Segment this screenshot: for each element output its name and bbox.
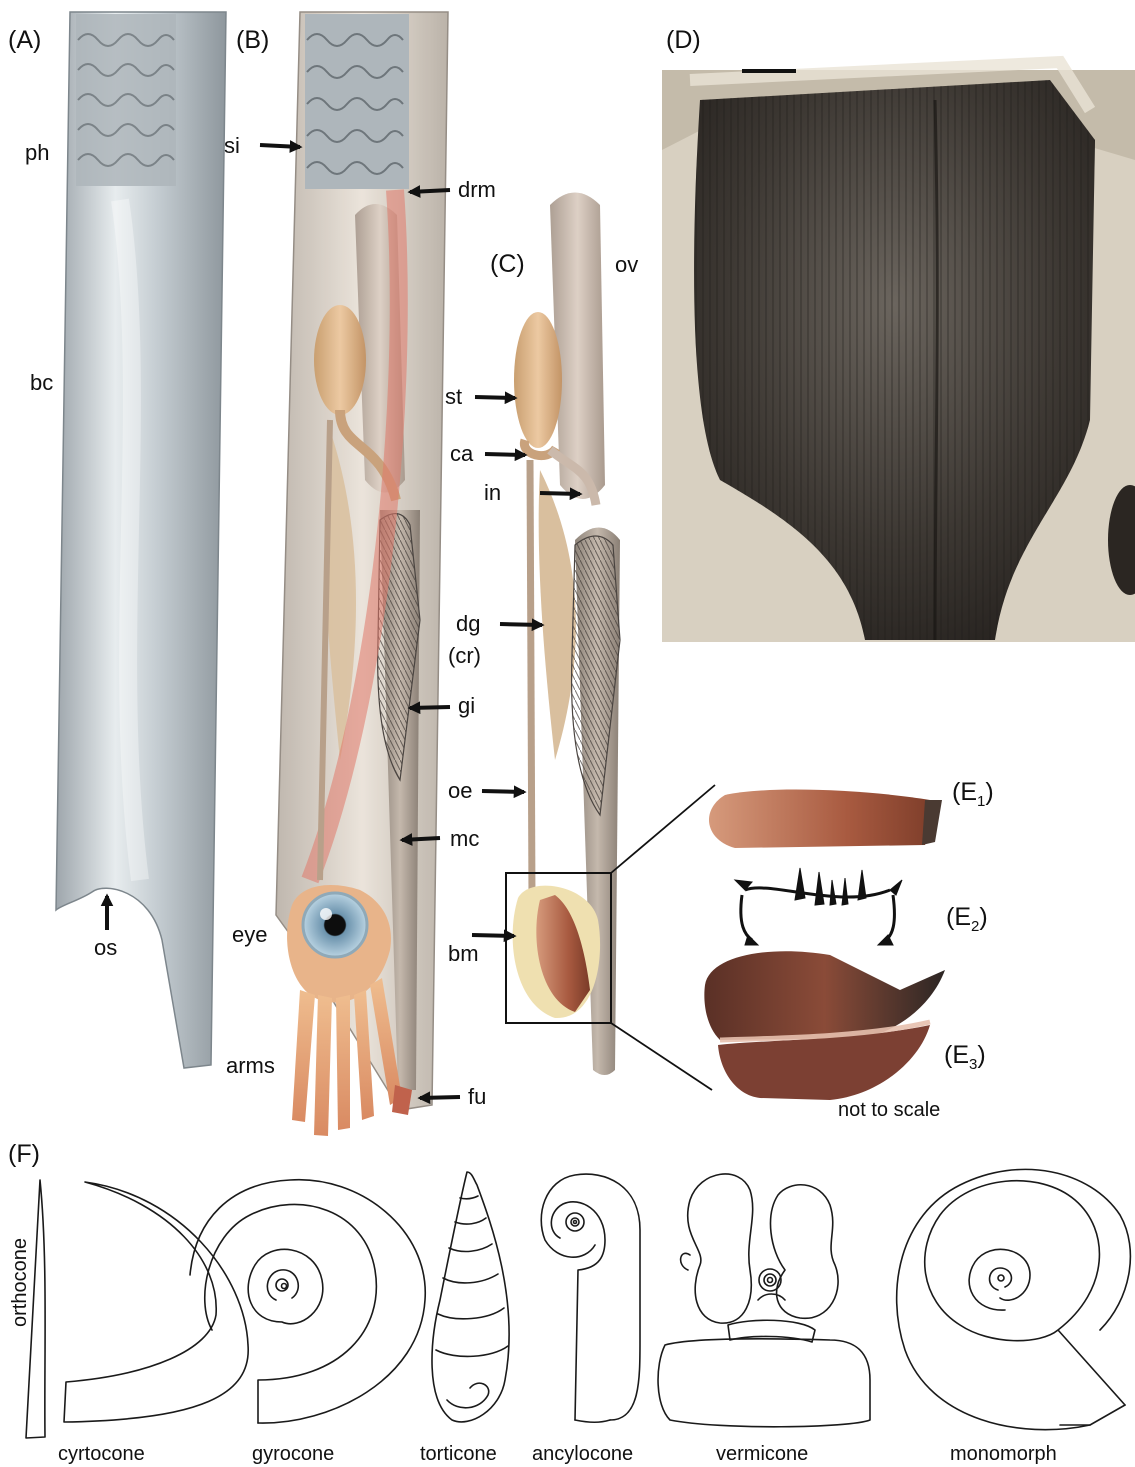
- shape-torticone: [432, 1172, 509, 1422]
- arrow-gi: [410, 707, 450, 708]
- shape-cyrtocone: [64, 1182, 248, 1422]
- shape-ancylocone: [541, 1174, 640, 1422]
- shape-gyrocone: [190, 1180, 425, 1423]
- label-ov: ov: [615, 252, 638, 277]
- arms-group: [292, 978, 402, 1136]
- eye-glint: [320, 908, 332, 920]
- label-oe: oe: [448, 778, 472, 803]
- label-orthocone: orthocone: [9, 1238, 31, 1327]
- arrow-dg: [500, 624, 542, 625]
- shape-monomorph: [897, 1169, 1131, 1429]
- phragmocone-sutures: [305, 14, 409, 189]
- panel-f: (F) orthocone cyrtocone gyrocone: [8, 1140, 1130, 1465]
- shape-vermicone: [658, 1174, 870, 1427]
- label-ancylocone: ancylocone: [532, 1443, 633, 1465]
- panel-label-a: (A): [8, 26, 41, 54]
- arrow-ca: [485, 454, 525, 455]
- label-ca: ca: [450, 441, 474, 466]
- label-arms: arms: [226, 1053, 275, 1078]
- label-st: st: [445, 384, 462, 409]
- panel-label-e1: (E1): [952, 778, 994, 810]
- label-gyrocone: gyrocone: [252, 1443, 334, 1465]
- panel-label-d: (D): [666, 26, 701, 54]
- arrow-si: [260, 145, 300, 147]
- label-bm: bm: [448, 941, 479, 966]
- label-monomorph: monomorph: [950, 1443, 1057, 1465]
- zoom-line-top: [611, 785, 715, 873]
- arrow-fu: [420, 1097, 460, 1098]
- panel-label-b: (B): [236, 26, 269, 54]
- jaw-e1: [709, 790, 940, 848]
- label-si: si: [224, 133, 240, 158]
- jaw-e1-tip: [922, 800, 942, 845]
- label-os: os: [94, 935, 117, 960]
- panel-label-e2: (E2): [946, 903, 988, 935]
- arrow-in: [540, 493, 580, 494]
- label-mc: mc: [450, 826, 479, 851]
- shell-sheen: [120, 200, 140, 880]
- label-eye: eye: [232, 922, 267, 947]
- zoom-line-bottom: [611, 1023, 712, 1090]
- panel-label-e3: (E3): [944, 1041, 986, 1073]
- funnel: [392, 1085, 412, 1115]
- not-to-scale-note: not to scale: [838, 1099, 940, 1121]
- label-dg: dg: [456, 611, 480, 636]
- label-torticone: torticone: [420, 1443, 497, 1465]
- label-in: in: [484, 480, 501, 505]
- label-ph: ph: [25, 140, 49, 165]
- arrow-oe: [482, 791, 524, 792]
- septal-sutures: [76, 14, 176, 186]
- stomach-c: [514, 312, 562, 448]
- panel-d: (D): [662, 26, 1135, 642]
- esophagus-c: [530, 460, 532, 900]
- label-cyrtocone: cyrtocone: [58, 1443, 145, 1465]
- label-fu: fu: [468, 1084, 486, 1109]
- arrow-st: [475, 397, 515, 398]
- label-cr: (cr): [448, 643, 481, 668]
- digestive-gland-c: [539, 470, 576, 760]
- stomach: [314, 305, 366, 415]
- arrow-drm: [410, 190, 450, 192]
- panel-label-c: (C): [490, 250, 525, 278]
- radula-e2: [735, 868, 902, 945]
- label-gi: gi: [458, 693, 475, 718]
- label-bc: bc: [30, 370, 53, 395]
- panel-label-f: (F): [8, 1140, 40, 1168]
- eye: [303, 893, 367, 957]
- panel-a: (A) ph bc os: [8, 12, 226, 1068]
- panel-b: (B) si drm: [224, 12, 496, 1136]
- arrow-bm: [472, 935, 514, 936]
- arrow-mc: [402, 838, 440, 840]
- label-drm: drm: [458, 177, 496, 202]
- panel-e: (E1) (E2) (E3) not to scale: [704, 778, 993, 1121]
- label-vermicone: vermicone: [716, 1443, 808, 1465]
